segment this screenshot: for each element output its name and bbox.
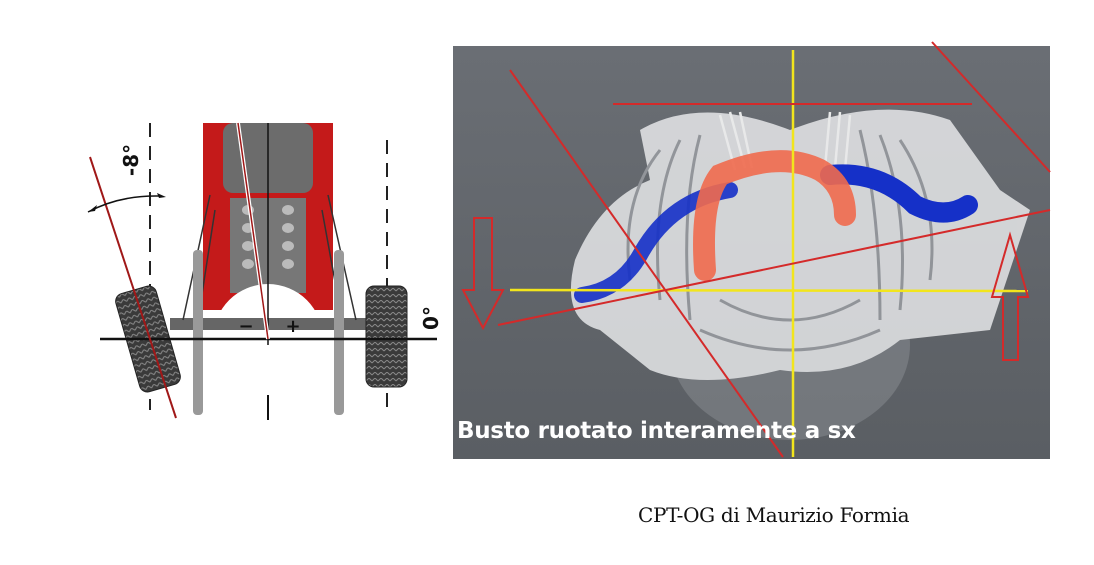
diagonal-red-guide [509, 69, 784, 458]
left-strut [193, 250, 203, 415]
panel-overlay-text: Busto ruotato interamente a sx [457, 418, 856, 444]
author-caption: CPT-OG di Maurizio Formia [638, 503, 910, 527]
camber-angle-label: -8° [119, 144, 143, 176]
spine-curve-red [693, 150, 856, 281]
car-camber-diagram: -8° 0° − + [87, 122, 443, 420]
angle-arrowheads-icon [88, 193, 166, 212]
axle [170, 318, 370, 330]
up-arrow-icon [990, 231, 1030, 361]
camber-line [89, 156, 177, 419]
right-strut [334, 250, 344, 415]
tilt-line-red [237, 122, 269, 340]
neutral-angle-label: 0° [419, 306, 443, 330]
shoulder-red-guide [497, 209, 1051, 326]
plus-sign: + [285, 316, 300, 337]
down-arrow-icon [461, 217, 505, 331]
horizontal-yellow-guide [509, 288, 1029, 293]
spine-curve-blue-right [820, 164, 978, 223]
right-red-guide [931, 41, 1051, 173]
right-tire-upright [365, 285, 408, 388]
spine-render-panel [453, 41, 1051, 459]
minus-sign: − [238, 316, 253, 337]
ribcage-skeleton [570, 109, 1030, 440]
